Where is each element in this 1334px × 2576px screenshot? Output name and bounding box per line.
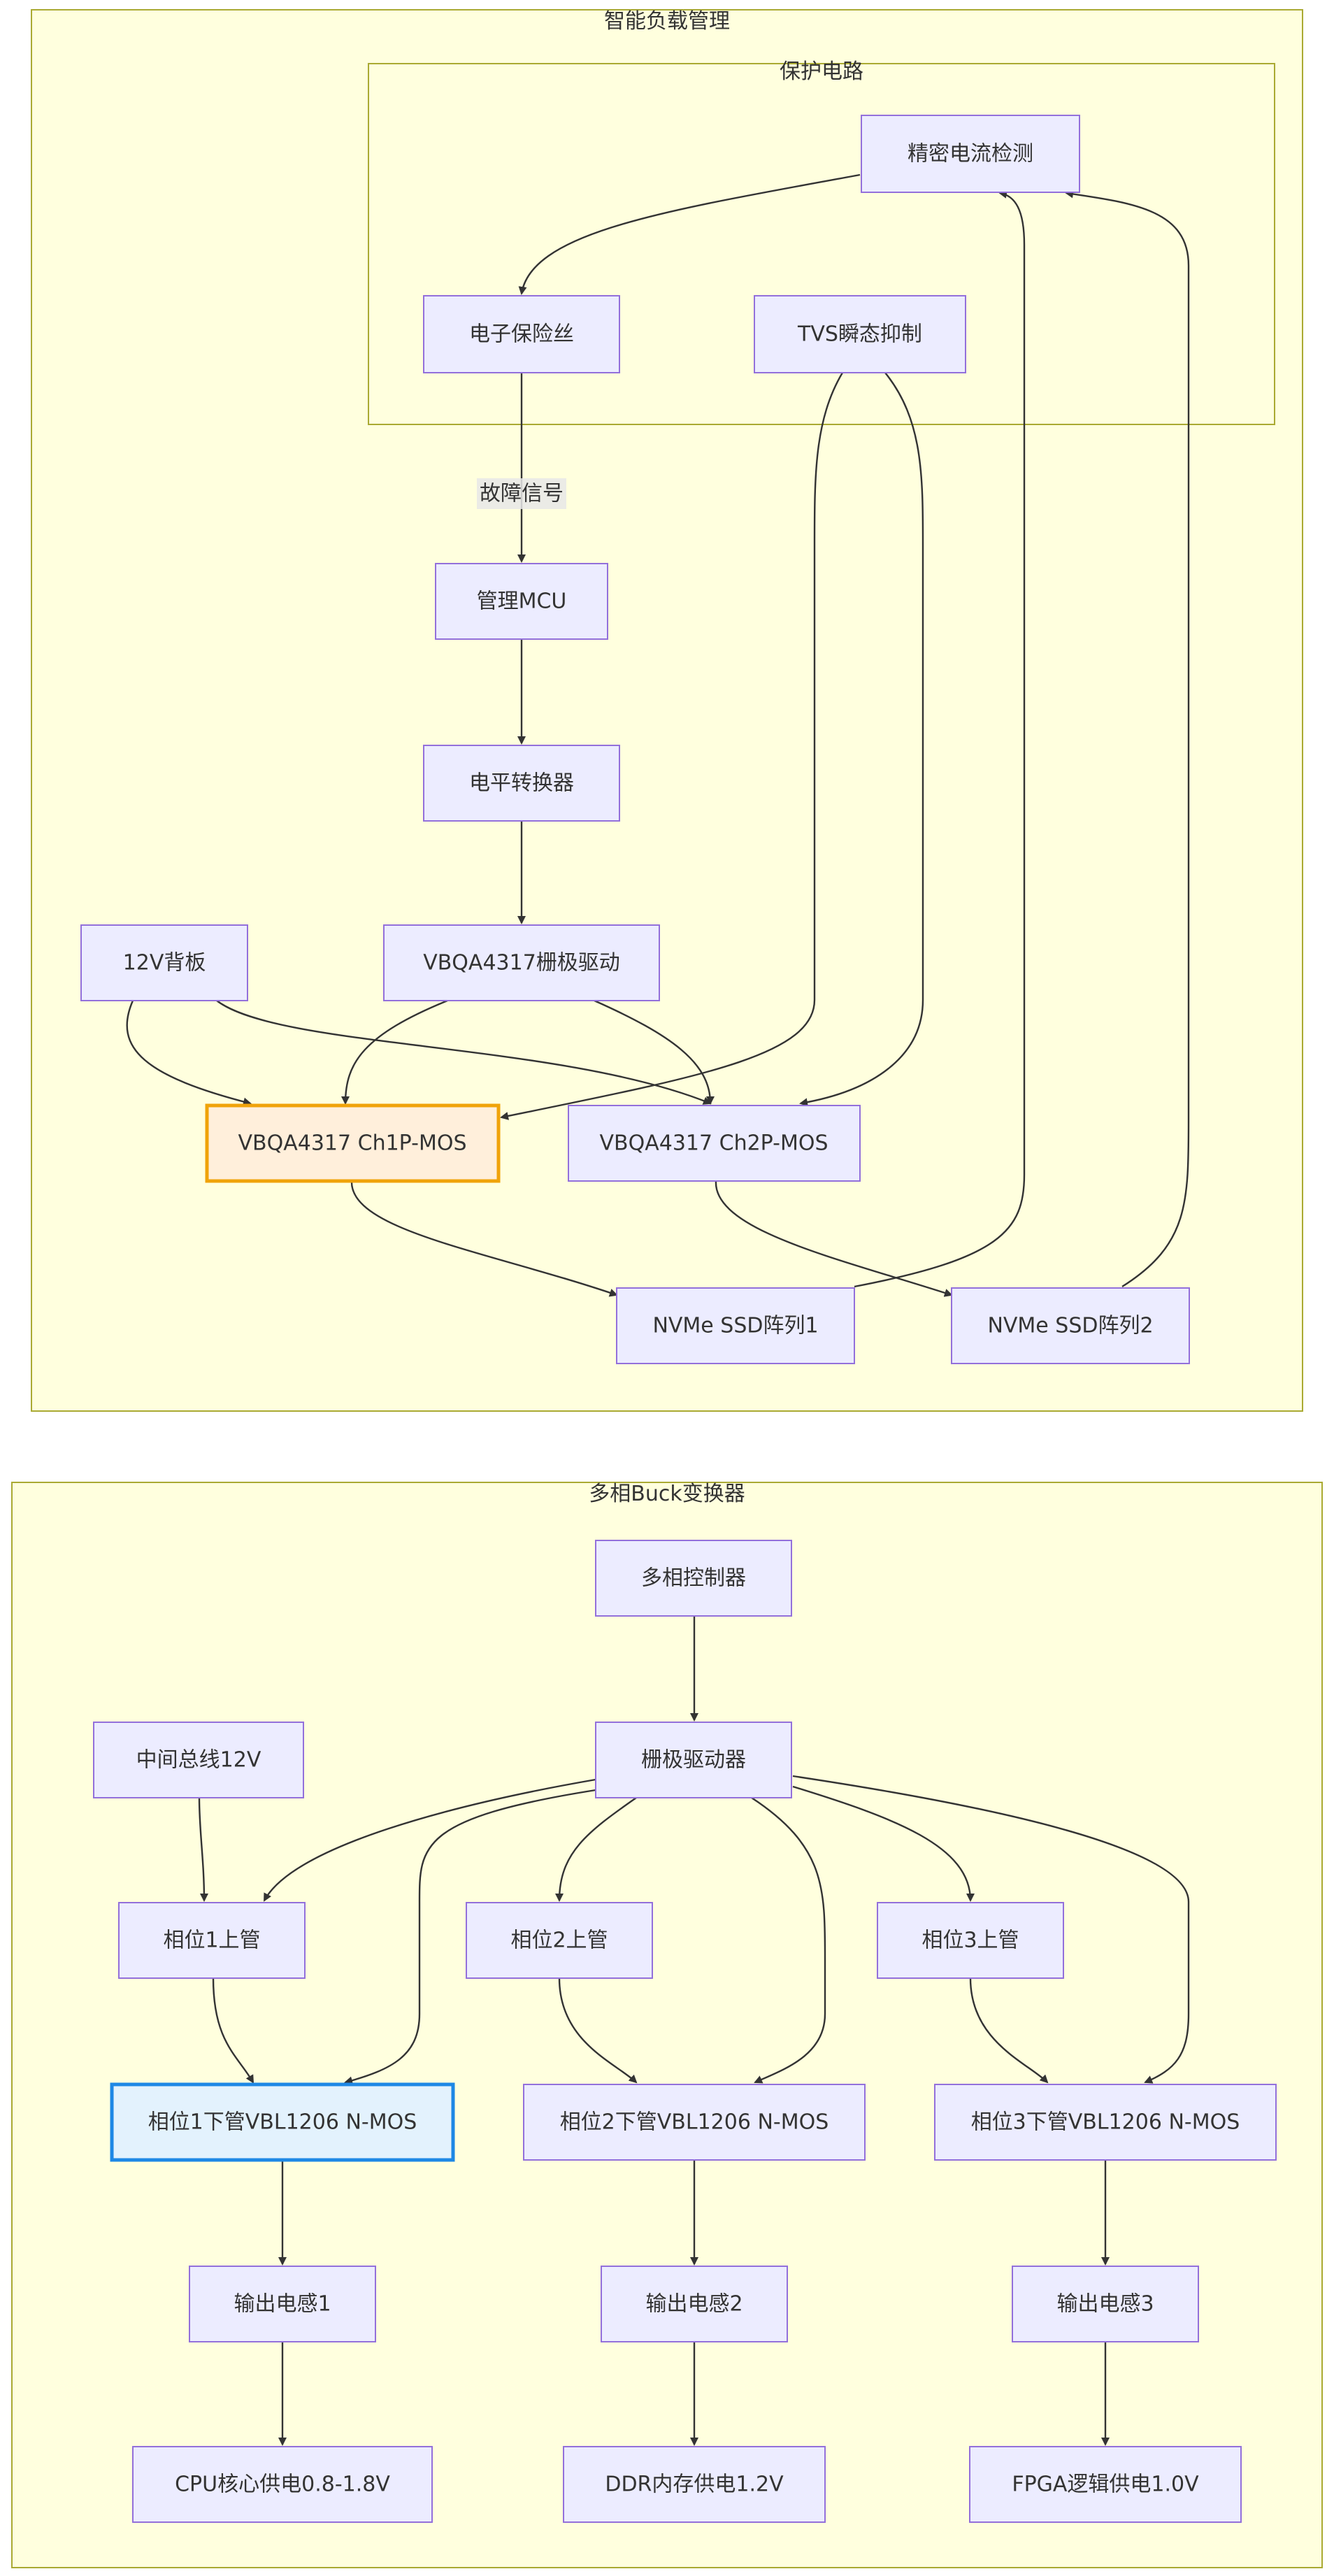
node-ch2[interactable]: VBQA4317 Ch2P-MOS	[568, 1105, 861, 1182]
node-label-ssd1: NVMe SSD阵列1	[652, 1314, 818, 1338]
node-label-ph3-hi: 相位3上管	[921, 1929, 1019, 1953]
node-fpga[interactable]: FPGA逻辑供电1.0V	[969, 2446, 1242, 2523]
edge-ssd2-to-current-sense	[1065, 189, 1190, 1288]
edge-tvs-to-ch2	[799, 372, 924, 1107]
node-tvs[interactable]: TVS瞬态抑制	[754, 295, 966, 373]
node-label-gate-driver-4317: VBQA4317栅极驱动	[423, 951, 620, 975]
edge-gate-driver-to-ph2-hi	[555, 1797, 637, 1902]
node-label-mcu: 管理MCU	[477, 589, 567, 614]
node-label-controller: 多相控制器	[641, 1566, 746, 1591]
edge-ph2-hi-to-ph2-lo	[558, 1977, 638, 2084]
edge-backplane-to-ch1	[126, 1000, 252, 1106]
edge-bus12v-to-ph1-hi	[198, 1797, 208, 1902]
edge-gate-driver-to-ch1	[341, 999, 448, 1105]
node-label-current-sense: 精密电流检测	[908, 142, 1033, 166]
edges-buck	[198, 1616, 1190, 2446]
node-label-ch2: VBQA4317 Ch2P-MOS	[600, 1131, 829, 1156]
node-mcu[interactable]: 管理MCU	[435, 563, 608, 640]
node-label-ph1-hi: 相位1上管	[163, 1929, 260, 1953]
edges-smart-load	[126, 173, 1190, 1297]
node-label-ph2-lo: 相位2下管VBL1206 N-MOS	[560, 2110, 829, 2135]
cluster-title-buck: 多相Buck变换器	[589, 1482, 745, 1506]
node-label-bus12v: 中间总线12V	[136, 1748, 261, 1773]
edge-label-fault-signal: 故障信号	[477, 478, 566, 509]
node-label-ph1-lo: 相位1下管VBL1206 N-MOS	[148, 2110, 417, 2135]
edge-gate-driver-to-ph2-lo	[751, 1796, 826, 2084]
node-label-backplane: 12V背板	[123, 951, 206, 975]
edge-backplane-to-ch2	[216, 1000, 712, 1105]
edge-gate-driver-to-ph3-lo	[792, 1775, 1190, 2084]
node-ph1-hi[interactable]: 相位1上管	[118, 1902, 306, 1979]
edge-gate-driver-to-ch2	[594, 999, 715, 1105]
node-label-efuse: 电子保险丝	[469, 322, 574, 347]
edge-label-fault-signal-text: 故障信号	[480, 482, 564, 506]
node-ddr[interactable]: DDR内存供电1.2V	[563, 2446, 826, 2523]
node-current-sense[interactable]: 精密电流检测	[861, 115, 1080, 193]
edge-ssd1-to-current-sense	[854, 189, 1026, 1288]
node-label-ind2: 输出电感2	[645, 2292, 743, 2317]
node-ch1[interactable]: VBQA4317 Ch1P-MOS	[205, 1103, 501, 1183]
node-controller[interactable]: 多相控制器	[595, 1540, 792, 1617]
node-ind3[interactable]: 输出电感3	[1012, 2266, 1199, 2342]
edge-ch2-to-ssd2	[715, 1180, 953, 1297]
node-ph2-hi[interactable]: 相位2上管	[466, 1902, 653, 1979]
node-label-ind3: 输出电感3	[1056, 2292, 1154, 2317]
edge-tvs-to-ch1	[500, 372, 844, 1120]
edge-ph3-hi-to-ph3-lo	[969, 1977, 1049, 2084]
node-gate-driver-4317[interactable]: VBQA4317栅极驱动	[383, 924, 660, 1001]
node-efuse[interactable]: 电子保险丝	[423, 295, 620, 373]
edge-gate-driver-to-ph3-hi	[792, 1785, 975, 1902]
node-label-ph3-lo: 相位3下管VBL1206 N-MOS	[971, 2110, 1240, 2135]
node-level-shifter[interactable]: 电平转换器	[423, 745, 620, 822]
cluster-title-smart-load: 智能负载管理	[604, 9, 730, 34]
edge-gate-driver-to-ph1-lo	[344, 1789, 596, 2085]
node-label-level-shifter: 电平转换器	[469, 771, 574, 796]
node-label-cpu: CPU核心供电0.8-1.8V	[175, 2473, 390, 2497]
node-ssd2[interactable]: NVMe SSD阵列2	[951, 1287, 1190, 1364]
node-ph3-hi[interactable]: 相位3上管	[877, 1902, 1064, 1979]
node-ssd1[interactable]: NVMe SSD阵列1	[616, 1287, 855, 1364]
cluster-buck: 多相Buck变换器	[11, 1482, 1323, 2568]
node-cpu[interactable]: CPU核心供电0.8-1.8V	[132, 2446, 433, 2523]
node-bus12v[interactable]: 中间总线12V	[93, 1722, 304, 1798]
node-ph1-lo[interactable]: 相位1下管VBL1206 N-MOS	[110, 2082, 455, 2162]
node-backplane[interactable]: 12V背板	[80, 924, 248, 1001]
node-label-ddr: DDR内存供电1.2V	[605, 2473, 784, 2497]
edge-current-sense-to-efuse	[518, 173, 861, 295]
node-ind1[interactable]: 输出电感1	[189, 2266, 376, 2342]
edge-ch1-to-ssd1	[350, 1180, 618, 1297]
edge-ph1-hi-to-ph1-lo	[212, 1977, 254, 2084]
node-label-ph2-hi: 相位2上管	[510, 1929, 608, 1953]
edge-gate-driver-to-ph1-hi	[263, 1778, 596, 1902]
node-gate-driver[interactable]: 栅极驱动器	[595, 1722, 792, 1798]
node-label-tvs: TVS瞬态抑制	[797, 322, 922, 347]
cluster-title-protection: 保护电路	[780, 59, 863, 84]
node-label-ind1: 输出电感1	[234, 2292, 331, 2317]
node-label-gate-driver: 栅极驱动器	[641, 1748, 746, 1773]
node-label-fpga: FPGA逻辑供电1.0V	[1012, 2473, 1199, 2497]
node-ph2-lo[interactable]: 相位2下管VBL1206 N-MOS	[523, 2084, 866, 2161]
node-label-ch1: VBQA4317 Ch1P-MOS	[238, 1131, 467, 1156]
node-ph3-lo[interactable]: 相位3下管VBL1206 N-MOS	[934, 2084, 1277, 2161]
node-label-ssd2: NVMe SSD阵列2	[987, 1314, 1153, 1338]
node-ind2[interactable]: 输出电感2	[601, 2266, 788, 2342]
